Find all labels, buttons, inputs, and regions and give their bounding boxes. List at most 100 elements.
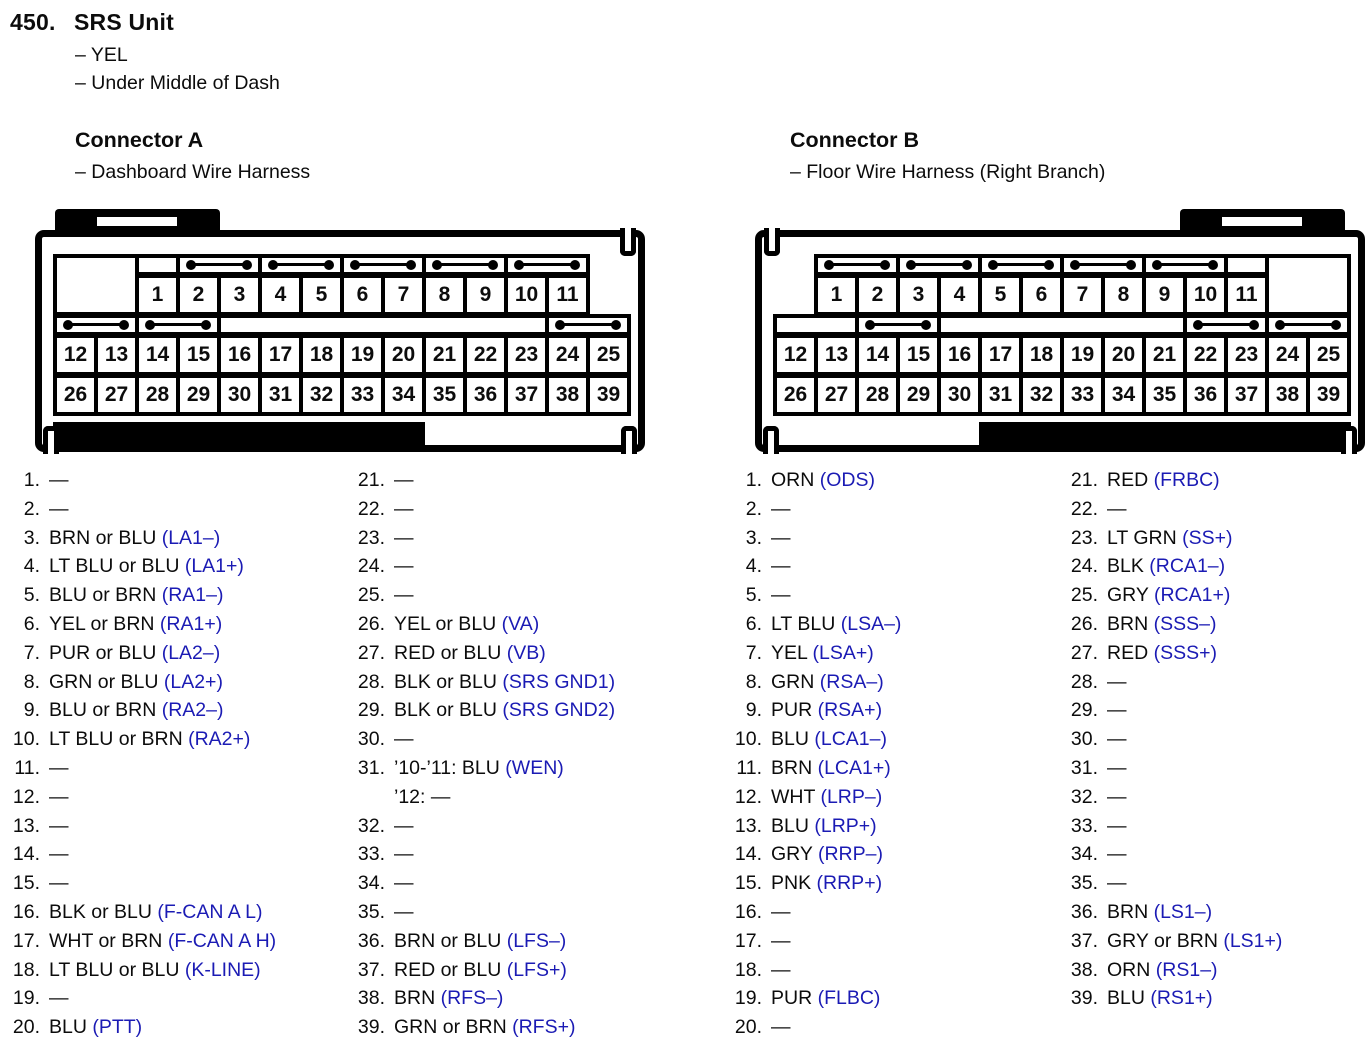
corner-notch	[621, 426, 637, 454]
signal-name: (SRS GND2)	[496, 699, 616, 722]
pin-number: 19.	[734, 987, 762, 1010]
pin-cavity-A-24: 24	[545, 334, 590, 376]
wire-color: —	[771, 929, 791, 952]
pin-list-item-A-5: 5.BLU or BRN (RA1–)	[0, 581, 276, 610]
signal-name: (WEN)	[499, 756, 564, 779]
wire-color: RED or BLU	[394, 641, 502, 664]
pin-cavity-B-2: 2	[855, 274, 900, 316]
pin-wire-text: YEL or BRN (RA1+)	[49, 610, 222, 639]
connector-a-pin-list-21-39: 21.—22.—23.—24.—25.—26.YEL or BLU (VA)27…	[345, 466, 615, 1042]
wire-color: ’10-’11: BLU	[394, 756, 500, 779]
shorting-bar	[514, 260, 580, 270]
pin-number: 6.	[745, 612, 762, 635]
pin-list-item-continuation: ’12: —	[345, 783, 615, 812]
pin-cavity-B-13: 13	[814, 334, 859, 376]
pin-cavity-A-6: 6	[340, 274, 385, 316]
pin-wire-text: —	[394, 466, 414, 495]
pin-number: 26.	[1070, 612, 1098, 635]
corner-notch	[620, 228, 636, 256]
pin-cavity-B-31: 31	[978, 374, 1023, 416]
wire-color: BLU	[771, 814, 809, 837]
pin-list-item-A-11: 11.—	[0, 754, 276, 783]
pin-list-item-B-20: 20.—	[722, 1013, 901, 1042]
pin-wire-text: YEL or BLU (VA)	[394, 610, 539, 639]
pin-list-item-A-13: 13.—	[0, 812, 276, 841]
signal-name: (RRP–)	[812, 843, 883, 866]
pin-cavity-A-16: 16	[217, 334, 262, 376]
pin-cavity-A-11: 11	[545, 274, 590, 316]
pin-wire-text: —	[394, 840, 414, 869]
pin-number: 1.	[745, 469, 762, 491]
pin-list-item-A-26: 26.YEL or BLU (VA)	[345, 610, 615, 639]
pin-cavity-B-10: 10	[1183, 274, 1228, 316]
pin-cavity-B-36: 36	[1183, 374, 1228, 416]
pin-number: 15.	[734, 872, 762, 895]
pin-number: 3.	[23, 526, 40, 549]
pin-list-item-B-6: 6. LT BLU (LSA–)	[722, 610, 902, 639]
connector-a-pin-list-1-20: 1.—2.—3.BRN or BLU (LA1–)4.LT BLU or BLU…	[0, 466, 276, 1042]
pin-cavity-A-15: 15	[176, 334, 221, 376]
pin-wire-text: WHT or BRN (F-CAN A H)	[49, 927, 276, 956]
pin-number: 35.	[1070, 872, 1098, 895]
pin-wire-text: LT BLU (LSA–)	[771, 610, 901, 639]
pin-wire-text: —	[49, 495, 69, 524]
pin-list-item-A-7: 7.PUR or BLU (LA2–)	[0, 639, 276, 668]
wire-color: —	[771, 900, 791, 923]
pin-cavity-B-33: 33	[1060, 374, 1105, 416]
wire-color: —	[394, 843, 414, 866]
signal-name: (RCA1–)	[1143, 555, 1226, 578]
pin-number: 30.	[1070, 728, 1098, 751]
pin-list-item-A-15: 15.—	[0, 869, 276, 898]
pin-list-item-A-33: 33.—	[345, 840, 615, 869]
pin-wire-text: —	[771, 1013, 791, 1042]
pin-cavity-B-23: 23	[1224, 334, 1269, 376]
shorting-bar-cell-B-24-25	[1265, 314, 1351, 336]
pin-number: 29.	[357, 699, 385, 722]
connector-a-subtitle: – Dashboard Wire Harness	[75, 161, 311, 183]
pin-number: 20.	[12, 1016, 40, 1039]
pin-cavity-B-21: 21	[1142, 334, 1187, 376]
pin-cavity-B-7: 7	[1060, 274, 1105, 316]
wire-color: BRN	[394, 987, 436, 1010]
pin-cavity-B-20: 20	[1101, 334, 1146, 376]
pin-cavity-B-35: 35	[1142, 374, 1187, 416]
pin-number: 24.	[357, 555, 385, 578]
wire-color: —	[394, 584, 414, 607]
pin-list-item-A-20: 20.BLU (PTT)	[0, 1013, 276, 1042]
pin-number: 17.	[734, 929, 762, 952]
pin-list-item-A-30: 30.—	[345, 725, 615, 754]
pin-number: 11.	[14, 756, 40, 779]
pin-list-item-B-21: 21.RED (FRBC)	[1058, 466, 1282, 495]
wire-color: PUR or BLU	[49, 641, 157, 664]
signal-name: (SRS GND1)	[496, 670, 616, 693]
wire-color: —	[49, 872, 69, 895]
pin-list-item-A-17: 17.WHT or BRN (F-CAN A H)	[0, 927, 276, 956]
pin-wire-text: LT BLU or BLU (K-LINE)	[49, 956, 261, 985]
pin-cavity-B-16: 16	[937, 334, 982, 376]
pin-cavity-B-28: 28	[855, 374, 900, 416]
pin-wire-text: WHT (LRP–)	[771, 783, 882, 812]
pin-number: 10.	[734, 728, 762, 751]
pin-number: 39.	[357, 1016, 385, 1039]
wire-color: —	[394, 469, 414, 491]
pin-list-item-A-31: 31.’10-’11: BLU (WEN)	[345, 754, 615, 783]
wire-color: GRN	[771, 670, 815, 693]
wire-color: —	[394, 814, 414, 837]
pin-cavity-A-35: 35	[422, 374, 467, 416]
pin-wire-text: —	[394, 552, 414, 581]
pin-cavity-B-26: 26	[773, 374, 818, 416]
pin-list-item-B-25: 25.GRY (RCA1+)	[1058, 581, 1282, 610]
pin-wire-text: RED or BLU (VB)	[394, 639, 546, 668]
shorting-bar	[1070, 260, 1136, 270]
pin-wire-text: ’10-’11: BLU (WEN)	[394, 754, 564, 783]
pin-cavity-A-13: 13	[94, 334, 139, 376]
pin-cavity-A-17: 17	[258, 334, 303, 376]
pin-number: 1.	[23, 469, 40, 491]
wire-color: —	[1107, 872, 1127, 895]
wire-color: GRY or BRN	[1107, 929, 1218, 952]
shorting-bar	[906, 260, 972, 270]
wire-color: —	[1107, 843, 1127, 866]
pin-cavity-A-30: 30	[217, 374, 262, 416]
mounting-tab	[55, 209, 220, 237]
signal-name: (LSA–)	[835, 612, 902, 635]
